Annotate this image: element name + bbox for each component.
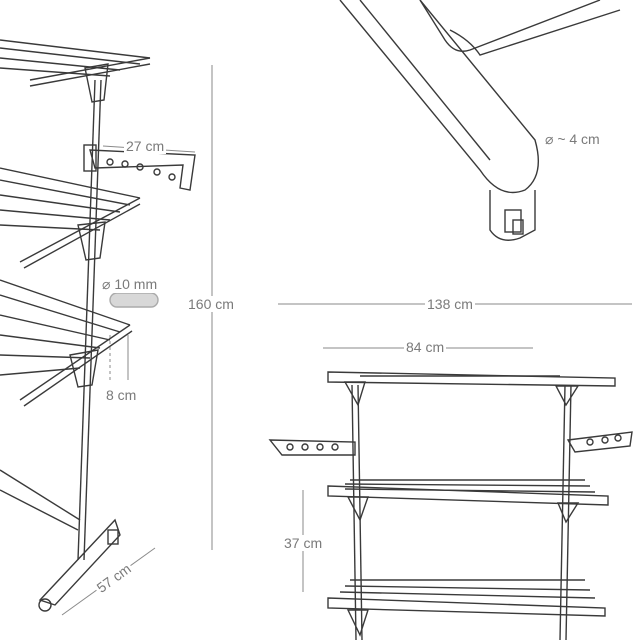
left-hook-bar <box>83 144 196 191</box>
total-width-label: 138 cm <box>425 296 475 312</box>
front-top-shelf <box>327 371 616 407</box>
front-middle-shelf <box>327 479 609 524</box>
shelf-width-label: 84 cm <box>404 339 447 355</box>
tube-diameter-label: ⌀ ~ 4 cm <box>543 131 602 148</box>
left-rack-drawing <box>0 39 196 612</box>
tube-closeup <box>339 0 621 241</box>
right-dimension-lines <box>278 303 632 592</box>
shelf-spacing-label: 37 cm <box>282 535 325 551</box>
left-top-shelf <box>0 39 151 103</box>
front-rack-drawing <box>268 371 633 640</box>
front-bottom-shelf <box>327 579 606 637</box>
rod-sample <box>109 292 159 308</box>
hook-width-label: 27 cm <box>124 138 167 154</box>
left-middle-shelf <box>0 167 141 269</box>
total-height-label: 160 cm <box>186 296 236 312</box>
left-bottom-shelf <box>0 279 133 407</box>
front-hooks <box>268 431 633 456</box>
wing-drop-label: 8 cm <box>104 387 139 403</box>
left-base <box>0 469 121 612</box>
rod-diameter-label: ⌀ 10 mm <box>100 276 160 293</box>
